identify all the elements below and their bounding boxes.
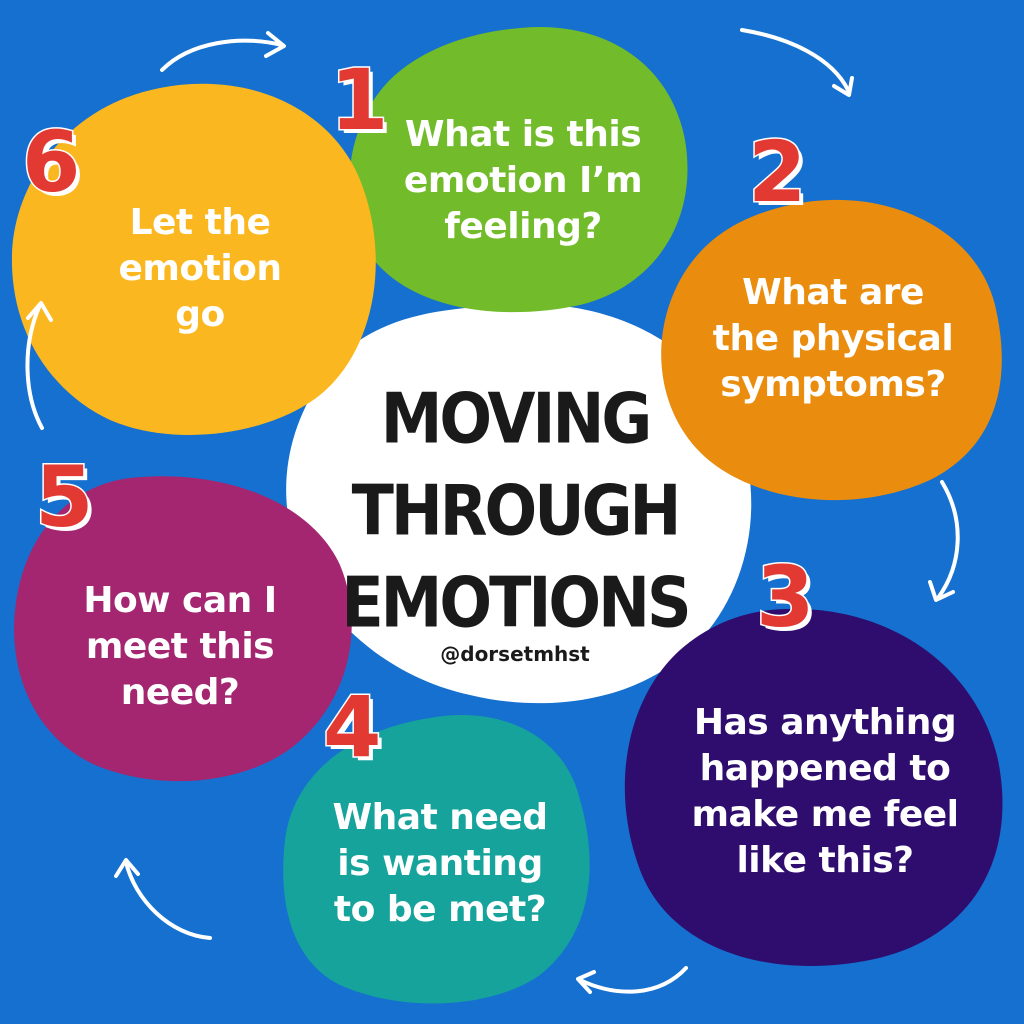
arrow-2-to-3 [928,480,960,602]
arrow-4-to-5 [114,858,212,940]
step-6-number: 6 [20,113,81,211]
step-1-number: 1 [328,51,389,149]
arrow-1-to-2 [740,28,854,97]
step-4-blob [283,715,590,1004]
arrow-5-to-6 [25,301,53,430]
step-3-number: 3 [754,548,815,646]
arrow-6-to-1 [160,31,286,72]
step-4-number: 4 [321,678,382,776]
center-blob [286,304,752,704]
step-2-blob [661,199,1002,501]
step-5-blob [14,476,352,782]
step-2-number: 2 [746,123,807,221]
step-6-blob [11,83,376,435]
arrow-3-to-4 [576,966,688,994]
step-1-blob [349,26,688,313]
step-5-number: 5 [33,448,94,546]
social-handle: @dorsetmhst [440,642,590,666]
step-3-blob [624,608,1003,966]
